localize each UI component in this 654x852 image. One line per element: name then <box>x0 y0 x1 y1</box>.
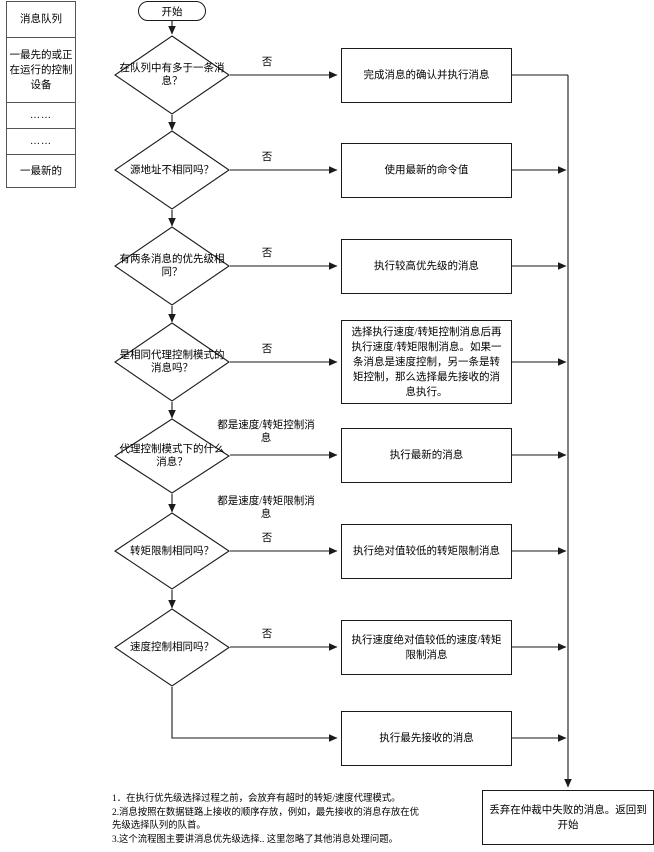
footnotes: 1．在执行优先级选择过程之前，会放弃有超时的转矩/速度代理模式。 2.消息按照在… <box>112 793 422 847</box>
decision-same-priority: 有两条消息的优先级相同？ <box>114 226 230 306</box>
process-label: 执行最新的消息 <box>389 450 464 461</box>
end-box-label: 丢弃在仲裁中失败的消息。返回到开始 <box>489 804 647 831</box>
decision-same-proxy-control-mode: 是相同代理控制模式的消息吗？ <box>114 322 230 402</box>
footnote-1: 1．在执行优先级选择过程之前，会放弃有超时的转矩/速度代理模式。 <box>112 794 401 804</box>
edge-label-no-6: 否 <box>261 629 273 640</box>
decision-label: 是相同代理控制模式的消息吗？ <box>119 350 225 374</box>
queue-row-oldest: 一最先的或正在运行的控制设备 <box>7 38 75 103</box>
process-label: 完成消息的确认并执行消息 <box>363 70 490 81</box>
diamond-shape <box>114 322 230 402</box>
process-label: 使用最新的命令值 <box>384 165 469 176</box>
edge-label-no-3: 否 <box>261 248 273 259</box>
edge-label-no-1: 否 <box>261 57 273 68</box>
process-execute-earliest-received: 执行最先接收的消息 <box>341 711 512 766</box>
start-label: 开始 <box>161 6 183 18</box>
queue-row-ellipsis-2: …… <box>7 129 75 155</box>
diamond-shape <box>114 130 230 210</box>
decision-source-address-different: 源地址不相同吗？ <box>114 130 230 210</box>
message-queue-table: 消息队列 一最先的或正在运行的控制设备 …… …… 一最新的 <box>6 1 76 188</box>
process-label: 执行最先接收的消息 <box>379 733 474 744</box>
decision-label: 代理控制模式下的什么消息？ <box>119 444 225 468</box>
diamond-shape <box>114 418 230 494</box>
process-use-latest-command-value: 使用最新的命令值 <box>341 143 512 198</box>
diamond-shape <box>114 226 230 306</box>
process-label: 执行速度绝对值较低的速度/转矩限制消息 <box>351 634 502 661</box>
edge-label-speed-torque-limit: 都是速度/转矩限制消息 <box>217 496 315 520</box>
edge-label-no-4: 否 <box>261 344 273 355</box>
decision-which-message-in-proxy-mode: 代理控制模式下的什么消息？ <box>114 418 230 494</box>
process-confirm-and-execute: 完成消息的确认并执行消息 <box>341 48 512 103</box>
decision-speed-control-same: 速度控制相同吗？ <box>114 608 230 687</box>
process-execute-lower-abs-speed-limit: 执行速度绝对值较低的速度/转矩限制消息 <box>341 620 512 675</box>
decision-label: 源地址不相同吗？ <box>130 164 214 176</box>
process-speed-torque-order-rule: 选择执行速度/转矩控制消息后再执行速度/转矩限制消息。如果一条消息是速度控制，另… <box>341 320 512 404</box>
footnote-3: 3.这个流程图主要讲消息优先级选择.. 这里忽略了其他消息处理问题。 <box>112 834 398 845</box>
queue-row-newest: 一最新的 <box>7 155 75 188</box>
end-box-discard-and-return: 丢弃在仲裁中失败的消息。返回到开始 <box>482 790 654 845</box>
diamond-shape <box>114 512 230 590</box>
edge-label-no-5: 否 <box>261 533 273 544</box>
footnote-2: 2.消息按照在数据链路上接收的顺序存放，例如，最先接收的消息存放在优先级选择队列… <box>112 807 420 832</box>
edge-label-speed-torque-control: 都是速度/转矩控制消息 <box>217 420 315 444</box>
decision-label: 有两条消息的优先级相同？ <box>119 254 225 278</box>
decision-label: 在队列中有多于一条消息？ <box>119 63 225 87</box>
process-label: 选择执行速度/转矩控制消息后再执行速度/转矩限制消息。如果一条消息是速度控制，另… <box>351 326 502 398</box>
decision-torque-limit-same: 转矩限制相同吗？ <box>114 512 230 590</box>
process-execute-latest-message: 执行最新的消息 <box>341 428 512 483</box>
diamond-shape <box>114 35 230 115</box>
decision-label: 转矩限制相同吗？ <box>130 545 214 557</box>
edge-label-no-2: 否 <box>261 152 273 163</box>
decision-more-than-one-message: 在队列中有多于一条消息？ <box>114 35 230 115</box>
queue-row-ellipsis-1: …… <box>7 103 75 129</box>
diamond-shape <box>114 608 230 687</box>
decision-label: 速度控制相同吗？ <box>130 642 214 653</box>
process-label: 执行较高优先级的消息 <box>374 261 479 272</box>
process-execute-lower-abs-torque-limit: 执行绝对值较低的转矩限制消息 <box>341 524 512 579</box>
process-label: 执行绝对值较低的转矩限制消息 <box>353 546 500 557</box>
process-execute-higher-priority: 执行较高优先级的消息 <box>341 239 512 294</box>
start-terminator: 开始 <box>138 1 206 21</box>
queue-header: 消息队列 <box>7 2 75 38</box>
